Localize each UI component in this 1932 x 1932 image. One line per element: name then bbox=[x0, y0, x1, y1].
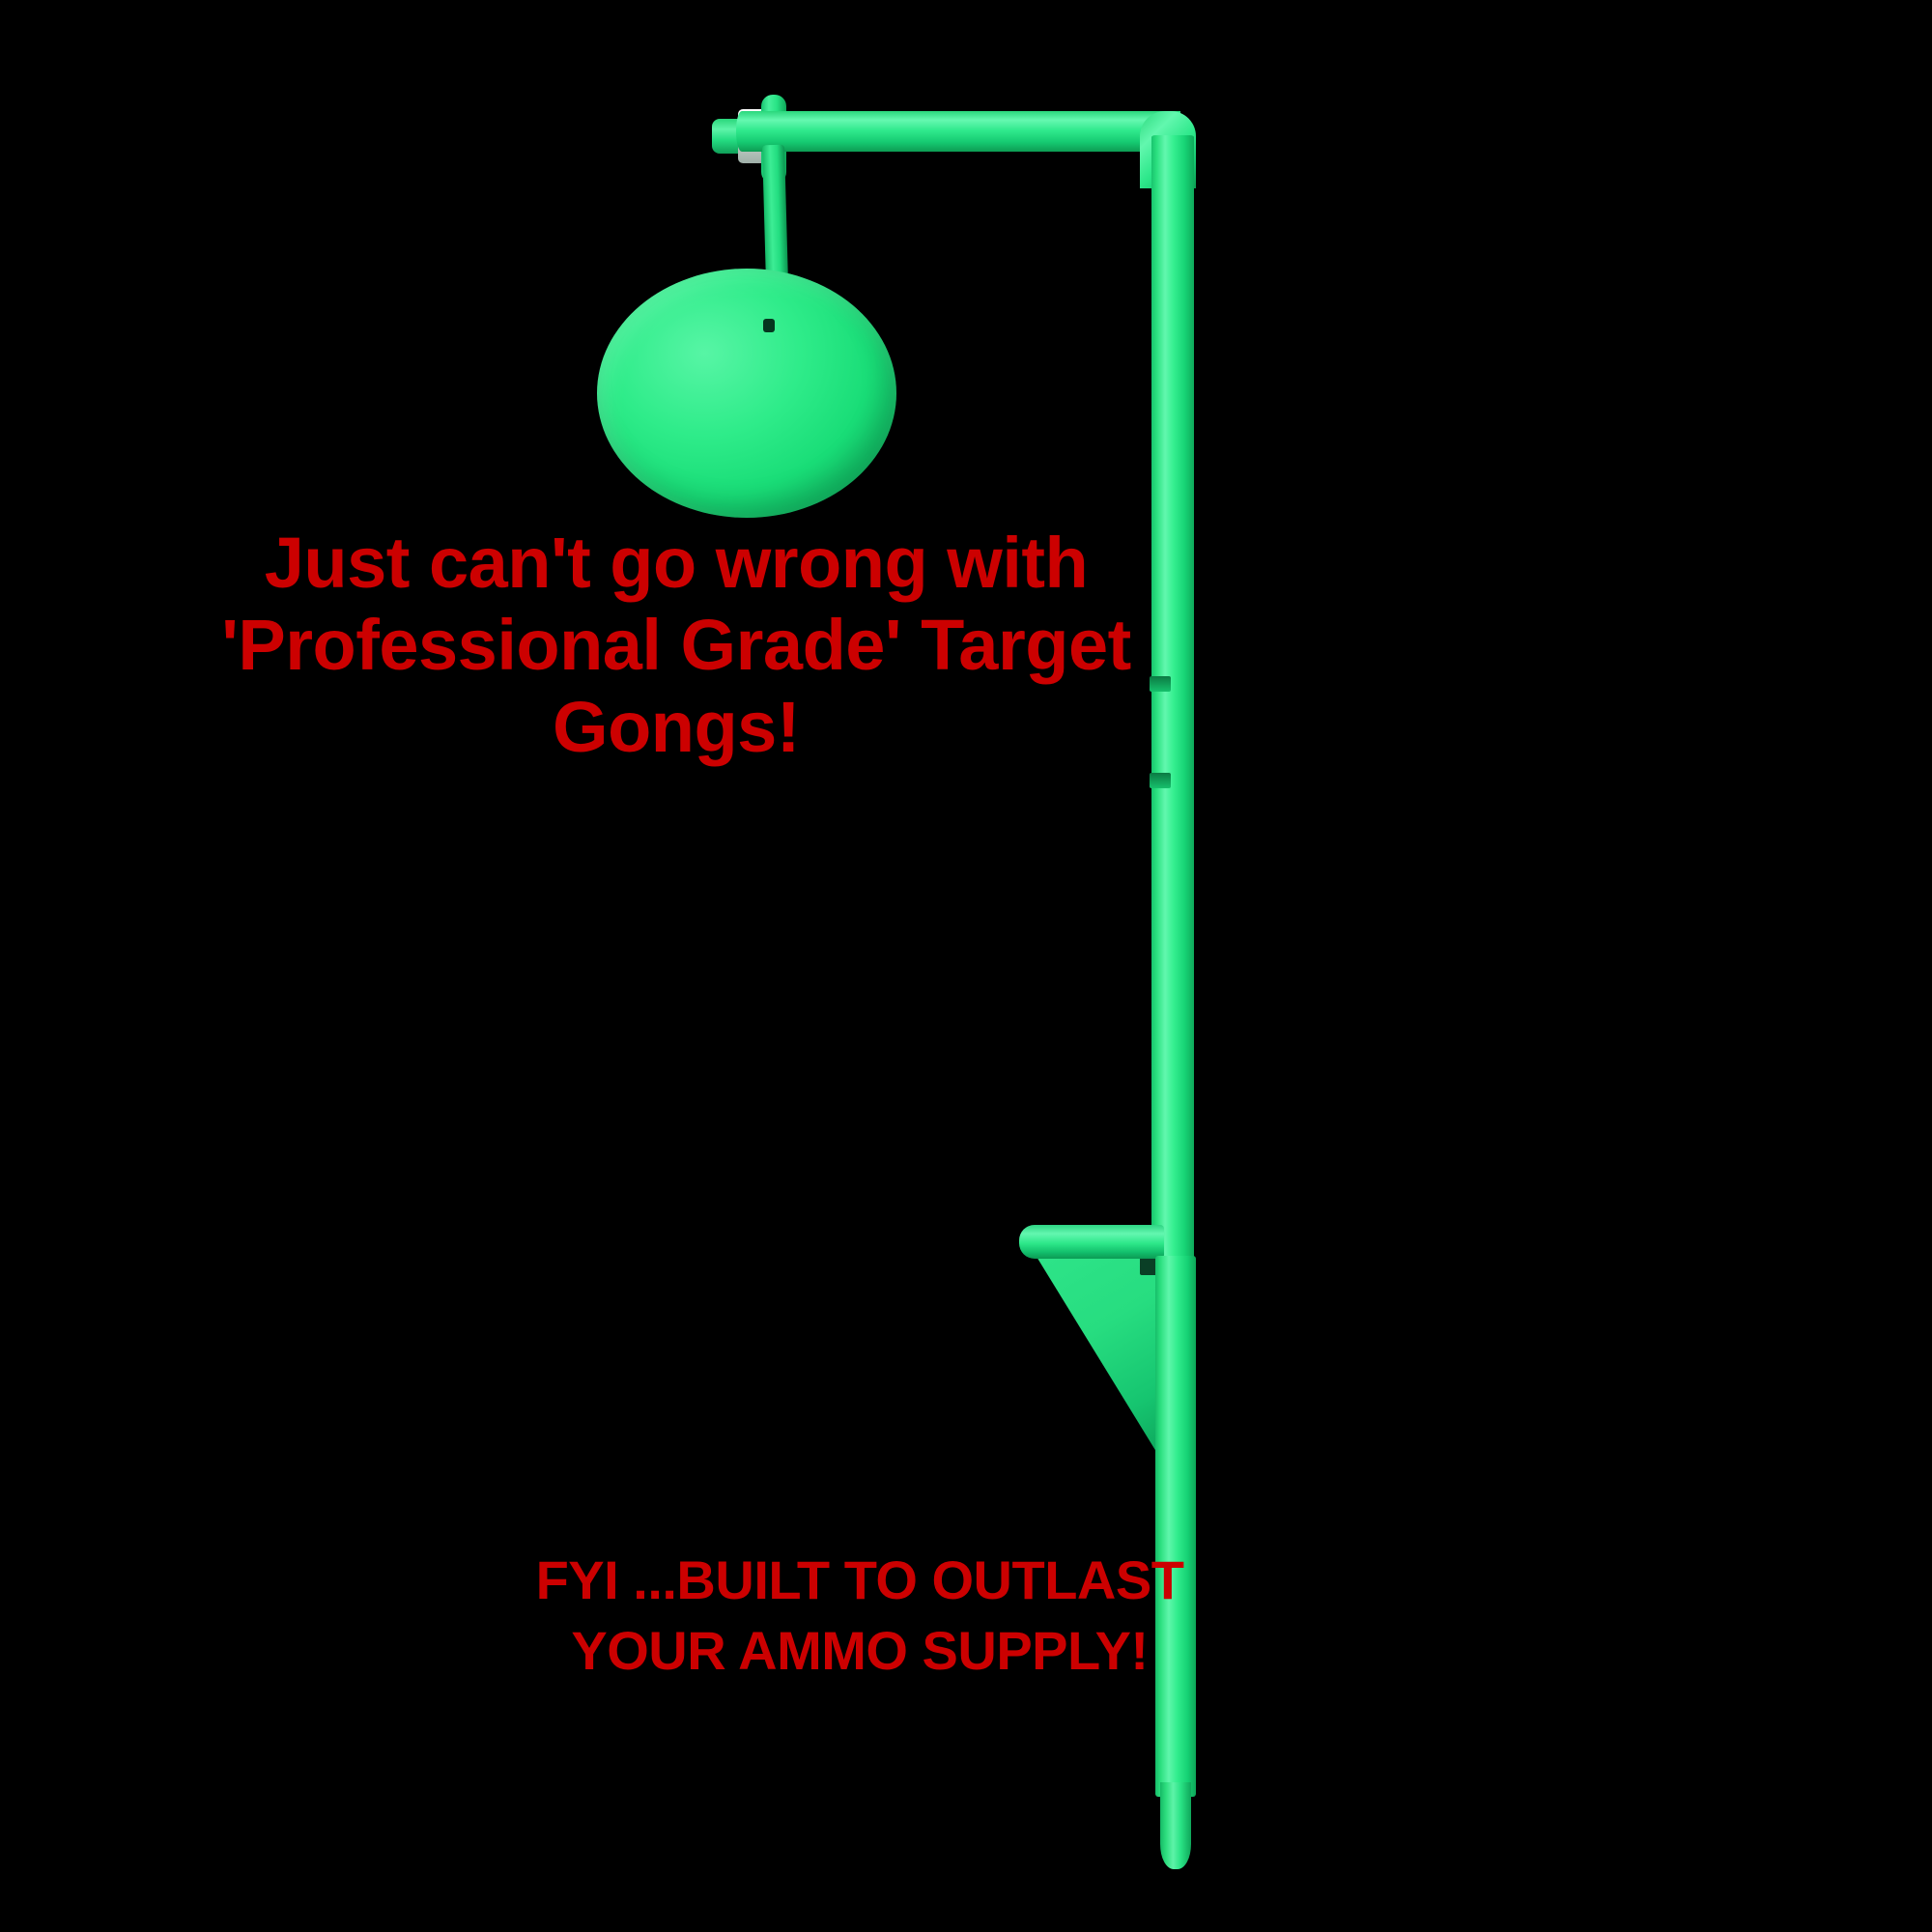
headline-line-1: Just can't go wrong with bbox=[264, 523, 1089, 603]
horizontal-top-arm bbox=[736, 111, 1180, 152]
weld-notch-lower bbox=[1150, 773, 1171, 788]
vertical-main-post bbox=[1151, 135, 1194, 1275]
foot-step-tube bbox=[1019, 1225, 1164, 1259]
stake-point-tip bbox=[1160, 1782, 1191, 1869]
triangular-gusset-plate bbox=[1034, 1252, 1161, 1460]
round-gong-plate bbox=[597, 269, 896, 518]
headline-line-2: 'Professional Grade' Target bbox=[221, 605, 1131, 686]
ground-stake-taper bbox=[1155, 1256, 1196, 1797]
footnote-line-1: FYI ...BUILT TO OUTLAST bbox=[535, 1549, 1184, 1610]
weld-notch-upper bbox=[1150, 676, 1171, 692]
footnote-line-2: YOUR AMMO SUPPLY! bbox=[571, 1619, 1149, 1681]
footnote-caption: FYI ...BUILT TO OUTLAST YOUR AMMO SUPPLY… bbox=[425, 1546, 1294, 1687]
hanger-pin bbox=[763, 319, 775, 332]
headline-line-3: Gongs! bbox=[553, 687, 800, 768]
headline-caption: Just can't go wrong with 'Professional G… bbox=[184, 522, 1169, 768]
